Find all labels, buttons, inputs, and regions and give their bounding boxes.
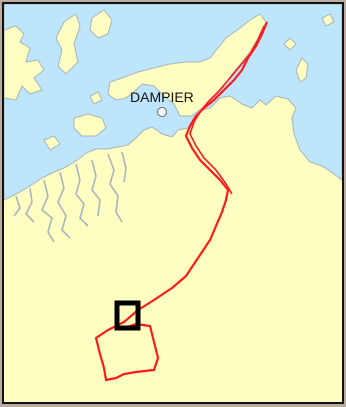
north-island-2: [89, 9, 113, 39]
small-island-1: [89, 91, 103, 105]
creek: [25, 187, 35, 223]
map-canvas: DAMPIER: [4, 4, 342, 402]
pipeline-route-return: [189, 25, 265, 195]
creek: [121, 151, 127, 183]
northwest-peninsula: [4, 25, 45, 101]
square-marker-icon: [114, 300, 141, 331]
creek: [13, 195, 21, 217]
creek: [91, 159, 101, 217]
small-island-2: [43, 135, 61, 151]
creek: [57, 171, 71, 239]
pipeline-route: [94, 21, 269, 382]
east-islet-2: [283, 37, 297, 51]
town-label: DAMPIER: [130, 89, 194, 105]
mid-island: [73, 113, 107, 137]
east-headland: [295, 57, 309, 83]
creek: [41, 179, 55, 243]
north-island-1: [55, 13, 81, 75]
map-frame: DAMPIER: [2, 2, 344, 404]
circle-dot-icon: [157, 107, 167, 117]
mangrove-creeks: [13, 151, 127, 243]
creek: [75, 163, 89, 227]
east-islet-1: [321, 13, 335, 27]
creek: [107, 153, 123, 223]
